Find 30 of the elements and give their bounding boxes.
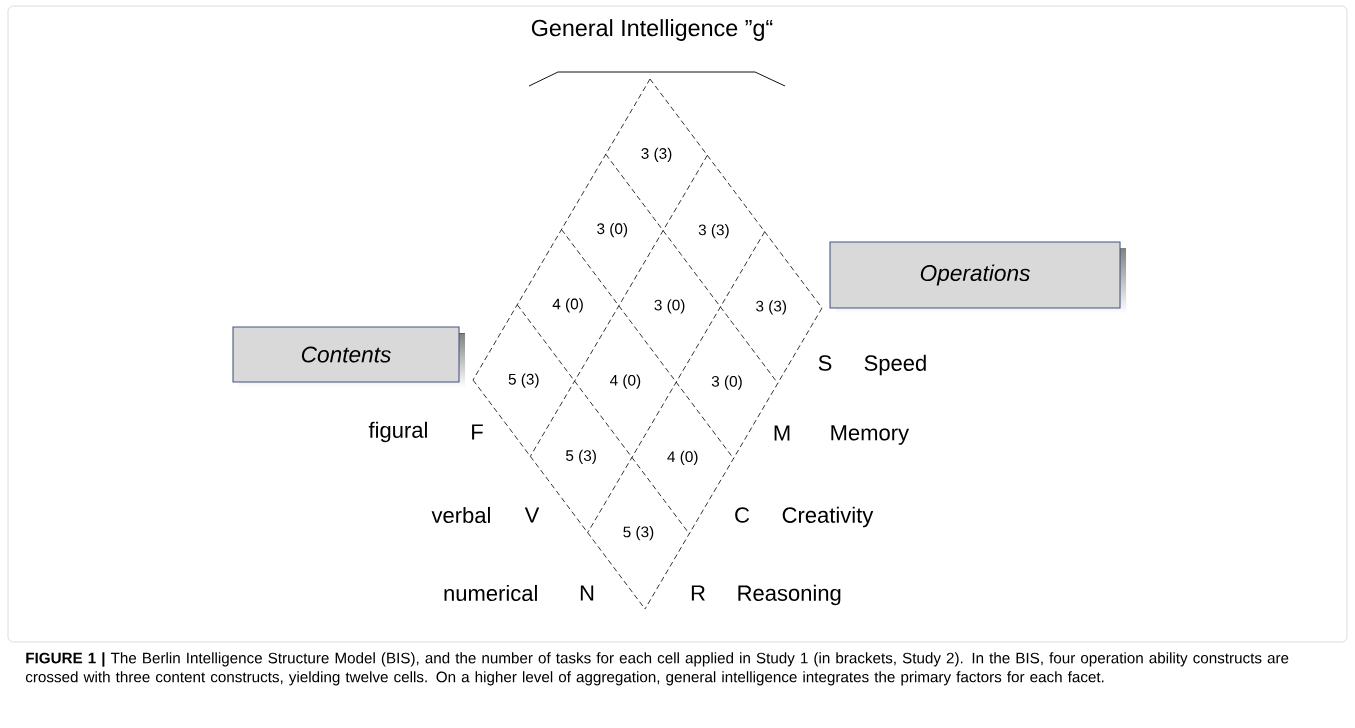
grid-cell: 3 (0) (597, 222, 628, 238)
grid-cell: 4 (0) (552, 298, 583, 313)
axis-label: Creativity (782, 506, 874, 528)
axis-label: Reasoning (738, 584, 841, 606)
axis-label: verbal (431, 506, 490, 524)
axis-label: C (735, 507, 750, 523)
caption: FIGURE 1 | The Berlin Intelligence Structure Model (BIS), and the number of tasks for each cell applied in Study 1 (in brackets, Study 2). In the BIS, four operation ability constructs are crossed with three content constructs, yielding twelve cells. On a higher level of aggregation, general intelligence integrates the primary factors for each facet. (25, 652, 1289, 686)
axis-label: F (472, 424, 483, 440)
axis-label: figural (368, 421, 427, 443)
grid-cell: 4 (0) (610, 374, 641, 389)
axis-label: N (580, 585, 594, 601)
grid-cell: 5 (3) (623, 526, 654, 541)
grid-cell: 3 (0) (654, 299, 685, 314)
heading: General Intelligence ”g“ (531, 19, 773, 41)
grid-cell: 3 (3) (698, 224, 729, 239)
grid-cell: 3 (3) (641, 147, 672, 162)
grid-cell: 5 (3) (508, 373, 539, 388)
axis-label: R (691, 585, 705, 601)
axis-label: Memory (831, 425, 909, 445)
grid-cell: 5 (3) (565, 449, 596, 465)
axis-label: Speed (864, 354, 926, 376)
category-box: Operations (829, 241, 1126, 314)
axis-label: S (818, 355, 832, 371)
grid-cell: 4 (0) (667, 450, 698, 466)
axis-label: M (774, 425, 790, 441)
axis-label: V (524, 507, 540, 523)
category-box: Contents (232, 326, 465, 388)
grid-cell: 3 (3) (756, 300, 786, 315)
axis-label: numerical (444, 584, 537, 602)
grid-cell: 3 (0) (711, 375, 742, 390)
